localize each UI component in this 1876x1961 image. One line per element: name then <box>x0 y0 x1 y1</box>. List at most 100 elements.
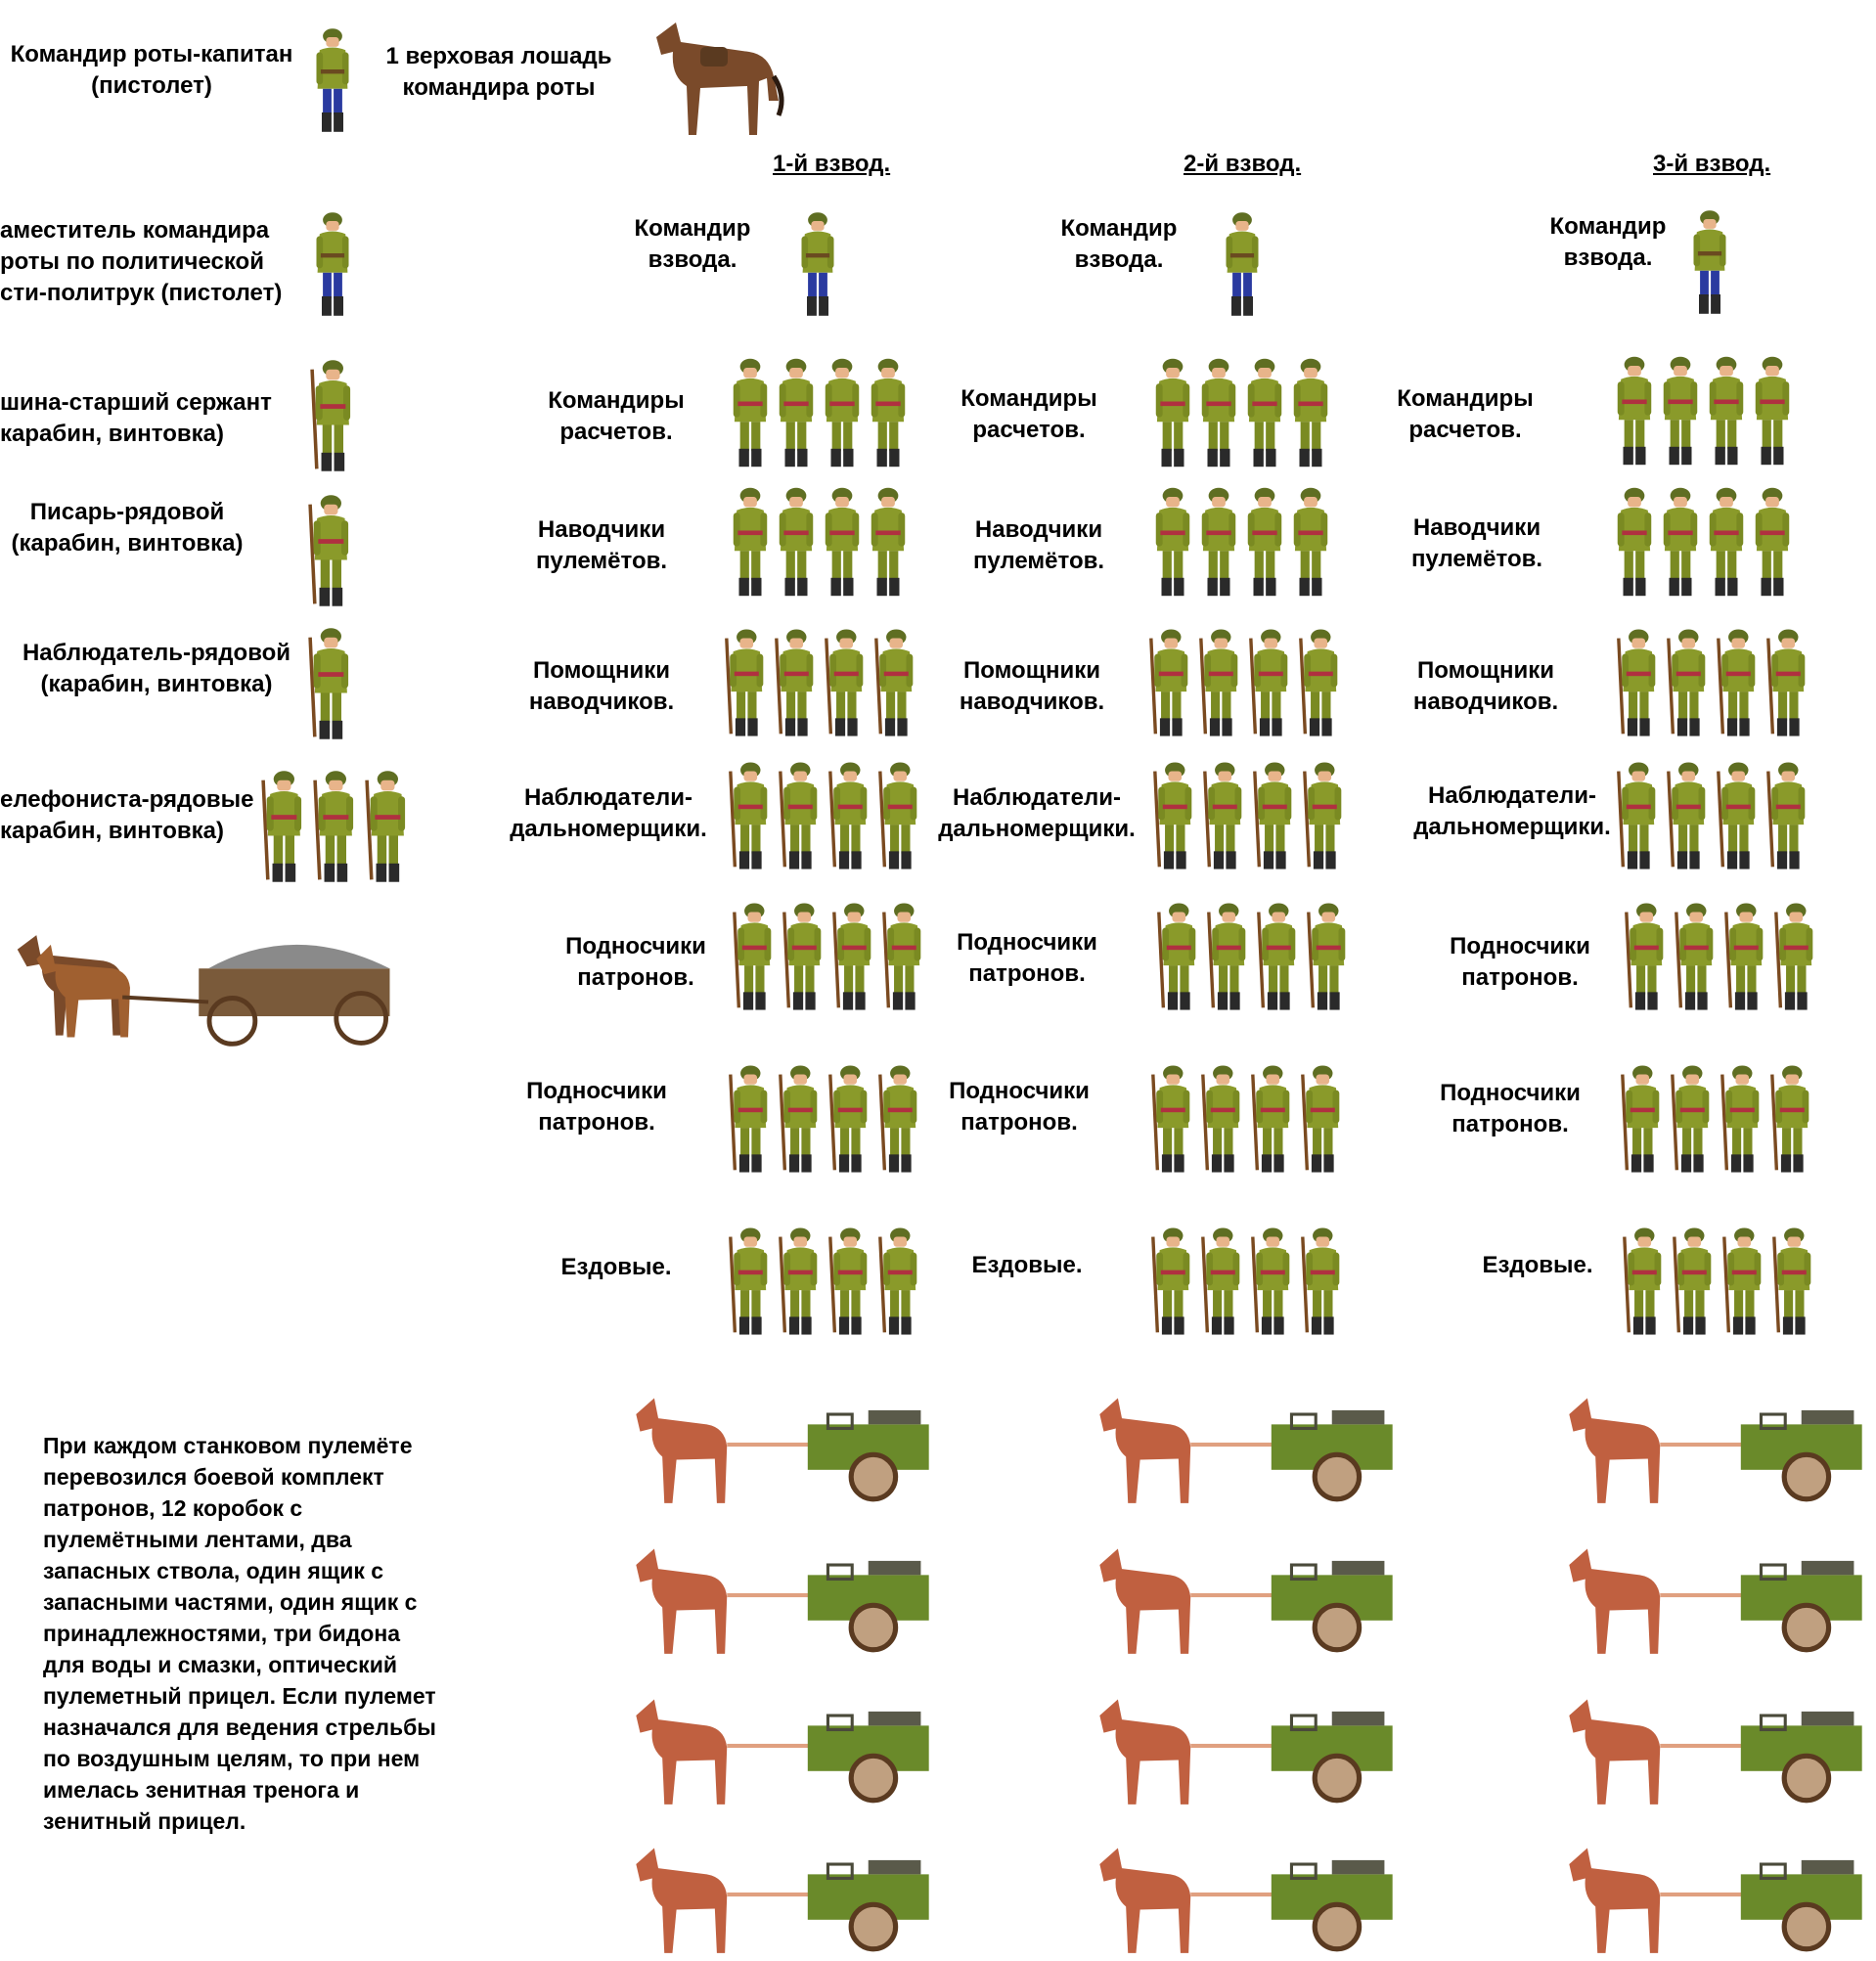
rangefinders-label: Наблюдатели- дальномерщики. <box>510 784 707 842</box>
platoon-2-commander-label: Командир взвода. <box>1060 215 1178 273</box>
gunner-figure <box>1196 479 1241 604</box>
observer-figure <box>303 622 354 745</box>
ammo-bearer-figure <box>774 1056 823 1181</box>
ammo-bearers-group <box>1616 1056 1814 1181</box>
driver-figure <box>1668 1219 1717 1344</box>
drivers-label: Ездовые. <box>971 1252 1083 1278</box>
mg-cart-icon <box>1559 1532 1872 1659</box>
deputy-political-figure <box>311 201 354 327</box>
company-commander-label: Командир роты-капитан (пистолет) <box>10 41 293 99</box>
assistant-gunner-figure <box>820 620 869 745</box>
ammo-bearers-group <box>728 894 926 1019</box>
mg-cart-icon <box>1559 1831 1872 1958</box>
mg-cart-icon <box>626 1381 939 1508</box>
rangefinder-figure <box>1662 753 1711 878</box>
gunner-figure <box>1750 479 1795 604</box>
assistant-gunner-figure <box>1612 620 1661 745</box>
observer-label: Наблюдатель-рядовой (карабин, винтовка) <box>22 640 291 697</box>
platoon-2-title: 2-й взвод. <box>1184 151 1302 177</box>
telephonists-group <box>256 765 411 888</box>
drivers-group <box>1618 1219 1816 1344</box>
squad-leader-figure <box>820 350 865 475</box>
rangefinder-figure <box>1148 753 1197 878</box>
ammo-bearers-label: Подносчики патронов. <box>949 1078 1090 1136</box>
mg-cart-icon <box>1090 1532 1403 1659</box>
assistant-gunner-figure <box>1244 620 1293 745</box>
ammo-bearer-figure <box>1666 1056 1715 1181</box>
squad-leader-figure <box>1750 348 1795 473</box>
rangefinders-group <box>724 753 922 878</box>
squad-leaders-group <box>1612 348 1795 473</box>
ammo-bearer-figure <box>1202 894 1251 1019</box>
mg-cart-icon <box>1090 1381 1403 1508</box>
ammo-bearer-figure <box>1146 1056 1195 1181</box>
driver-figure <box>1196 1219 1245 1344</box>
gunners-label: Наводчики пулемётов. <box>1410 514 1543 572</box>
assistant-gunners-label: Помощники наводчиков. <box>528 657 675 715</box>
ammo-bearers-group <box>1152 894 1351 1019</box>
assistant-gunner-figure <box>1294 620 1343 745</box>
platoon-3-commander-label: Командир взвода. <box>1549 213 1667 271</box>
rangefinder-figure <box>1298 753 1347 878</box>
ammo-bearer-figure <box>1620 894 1669 1019</box>
assistant-gunner-figure <box>870 620 918 745</box>
platoon-3-commander-figure <box>1688 200 1731 325</box>
squad-leader-figure <box>1612 348 1657 473</box>
squad-leader-figure <box>1150 350 1195 475</box>
rangefinders-group <box>1612 753 1810 878</box>
rangefinder-figure <box>774 753 823 878</box>
gunner-figure <box>1150 479 1195 604</box>
rangefinder-figure <box>1712 753 1761 878</box>
assistant-gunners-group <box>720 620 918 745</box>
gunners-group <box>1612 479 1795 604</box>
squad-leader-figure <box>1658 348 1703 473</box>
assistant-gunner-figure <box>1662 620 1711 745</box>
telephonists-label: елефониста-рядовые карабин, винтовка) <box>0 786 254 844</box>
gunner-figure <box>1658 479 1703 604</box>
squad-leader-figure <box>1704 348 1749 473</box>
company-commander-figure <box>311 18 354 143</box>
ammo-bearers-label: Подносчики патронов. <box>526 1078 667 1136</box>
squad-leader-figure <box>1288 350 1333 475</box>
ammo-bearers-label: Подносчики патронов. <box>1450 933 1590 991</box>
rangefinders-group <box>1148 753 1347 878</box>
platoon-1-commander-figure <box>796 201 839 327</box>
gunner-figure <box>774 479 819 604</box>
rangefinders-label: Наблюдатели- дальномерщики. <box>1413 782 1611 840</box>
telephonist-figure <box>256 765 307 888</box>
platoon-1-title: 1-й взвод. <box>773 151 891 177</box>
deputy-political-label: аместитель командира роты по политическо… <box>0 217 283 306</box>
ammo-bearer-figure <box>1616 1056 1665 1181</box>
gunners-group <box>728 479 911 604</box>
driver-figure <box>1296 1219 1345 1344</box>
driver-figure <box>1718 1219 1766 1344</box>
commander-horse-label: 1 верховая лошадь командира роты <box>385 43 612 101</box>
assistant-gunner-figure <box>1144 620 1193 745</box>
ammo-bearer-figure <box>1720 894 1768 1019</box>
gunner-figure <box>1704 479 1749 604</box>
telephonist-figure <box>308 765 359 888</box>
rangefinders-label: Наблюдатели- дальномерщики. <box>938 784 1136 842</box>
mg-cart-icon <box>626 1831 939 1958</box>
rangefinder-figure <box>873 753 922 878</box>
ammo-bearer-figure <box>1670 894 1719 1019</box>
platoon-1-commander-label: Командир взвода. <box>634 215 751 273</box>
ammo-bearers-label: Подносчики патронов. <box>957 929 1097 987</box>
rangefinder-figure <box>824 753 872 878</box>
mg-cart-icon <box>1090 1682 1403 1809</box>
driver-figure <box>774 1219 823 1344</box>
ammo-bearer-figure <box>1296 1056 1345 1181</box>
ammo-bearer-figure <box>1152 894 1201 1019</box>
gunners-label: Наводчики пулемётов. <box>535 516 668 574</box>
mg-cart-icon <box>1090 1831 1403 1958</box>
squad-leaders-label: Командиры расчетов. <box>548 387 685 445</box>
ammo-bearer-figure <box>1716 1056 1764 1181</box>
clerk-label: Писарь-рядовой (карабин, винтовка) <box>11 499 244 557</box>
squad-leader-figure <box>866 350 911 475</box>
ammo-bearer-figure <box>877 894 926 1019</box>
rangefinder-figure <box>1612 753 1661 878</box>
assistant-gunner-figure <box>1712 620 1761 745</box>
squad-leader-figure <box>1242 350 1287 475</box>
assistant-gunners-group <box>1612 620 1810 745</box>
ammo-bearers-group <box>724 1056 922 1181</box>
